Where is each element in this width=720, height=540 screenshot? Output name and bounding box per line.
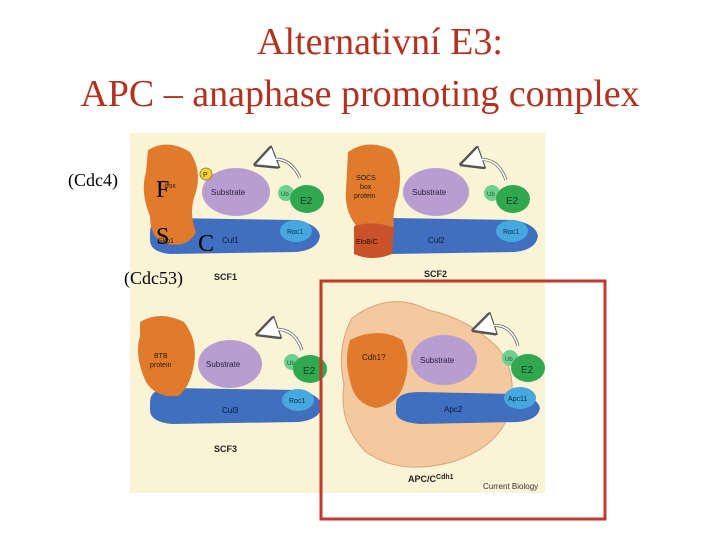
scf2-elo-label: EloB/C — [356, 239, 378, 246]
scf1-roc — [280, 220, 312, 242]
panel-scf2: SOCS box protein EloB/C Substrate Ub E2 … — [345, 144, 538, 279]
apc-e2-label: E2 — [521, 365, 534, 376]
c-label: C — [198, 231, 215, 257]
scf2-adaptor — [345, 144, 400, 233]
scf2-cullin-label: Cul2 — [428, 236, 445, 245]
apc-cullin-label: Apc2 — [444, 405, 463, 414]
scf3-e2 — [293, 355, 327, 383]
scf3-substrate-label: Substrate — [206, 360, 241, 369]
scf1-p-marker — [199, 167, 213, 181]
scf2-arrow — [467, 158, 507, 181]
slide-title-line2: APC – anaphase promoting complex — [80, 73, 640, 115]
scf1-p-label: P — [203, 172, 208, 179]
scf3-adaptor — [138, 316, 195, 397]
scf1-roc-label: Roc1 — [287, 229, 303, 236]
scf2-e2-label: E2 — [506, 196, 519, 207]
scf2-adaptor-l2: box — [360, 184, 372, 191]
scf3-cullin-label: Cul3 — [222, 406, 239, 415]
cdc4-label: (Cdc4) — [68, 170, 118, 190]
scf1-adaptor — [143, 144, 198, 245]
apc-e2 — [511, 354, 545, 382]
slide-title-line1: Alternativní E3: — [257, 21, 503, 63]
scf2-substrate-label: Substrate — [412, 188, 447, 197]
scf1-name: SCF1 — [214, 272, 237, 282]
scf3-roc-label: Roc1 — [289, 398, 305, 405]
scf1-substrate-label: Substrate — [211, 188, 246, 197]
figure-credit: Current Biology — [483, 482, 538, 491]
f-label: F — [156, 177, 170, 203]
scf2-ub-label: Ub — [487, 192, 495, 198]
scf2-roc — [496, 220, 528, 242]
apc-name: APC/CCdh1 — [408, 474, 454, 484]
scf3-adaptor-l2: protein — [150, 362, 172, 369]
scf1-substrate — [202, 168, 270, 216]
scf1-fbox-label: F-box — [158, 183, 176, 190]
scf2-roc-label: Roc1 — [503, 229, 519, 236]
scf2-name: SCF2 — [424, 269, 447, 279]
panel-scf1: F-box Skp1 P Substrate Ub E2 Roc1 Cul1 S… — [143, 144, 324, 282]
scf3-roc — [282, 389, 314, 411]
apc-substrate — [411, 335, 477, 385]
scf3-adaptor-l1: BTB — [154, 353, 168, 360]
apc-cullin — [396, 392, 540, 424]
scf1-ub-label: Ub — [281, 192, 289, 198]
scf2-cullin — [368, 218, 538, 254]
apc-arrow — [479, 324, 519, 347]
scf1-e2-label: E2 — [300, 196, 313, 207]
apc-highlight-box — [319, 279, 607, 521]
apc-adaptor-label: Cdh1? — [362, 353, 386, 362]
scf2-elo — [354, 223, 394, 258]
apc-roc-label: Apc11 — [508, 396, 527, 403]
panel-scf3: BTB protein Substrate Ub E2 Roc1 Cul3 SC… — [138, 316, 327, 454]
scf2-substrate — [403, 168, 469, 216]
scf2-adaptor-l1: SOCS — [356, 175, 376, 182]
scf2-adaptor-l3: protein — [354, 193, 376, 200]
panel-apc: Cdh1? Substrate Ub E2 Apc11 Apc2 APC/CCd… — [340, 301, 545, 491]
scf3-name: SCF3 — [214, 444, 237, 454]
scf3-arrow — [263, 328, 303, 351]
scf1-cullin-label: Cul1 — [222, 236, 239, 245]
scf1-e2 — [290, 185, 324, 213]
apc-name-superscript: Cdh1 — [436, 474, 454, 481]
cdc53-label: (Cdc53) — [124, 268, 183, 288]
scf2-ub — [484, 185, 500, 201]
scf3-e2-label: E2 — [303, 366, 316, 377]
scf3-substrate — [198, 340, 262, 388]
scf3-ub-label: Ub — [287, 361, 295, 367]
apc-roc — [504, 387, 536, 409]
scf2-e2 — [496, 185, 530, 213]
scf1-skp-label: Skp1 — [158, 238, 174, 245]
s-label: S — [156, 224, 170, 250]
scf3-cullin — [150, 388, 322, 424]
scf1-ub — [278, 185, 294, 201]
apc-adaptor — [347, 333, 408, 408]
apc-ub-label: Ub — [505, 357, 513, 363]
apc-substrate-label: Substrate — [420, 356, 455, 365]
